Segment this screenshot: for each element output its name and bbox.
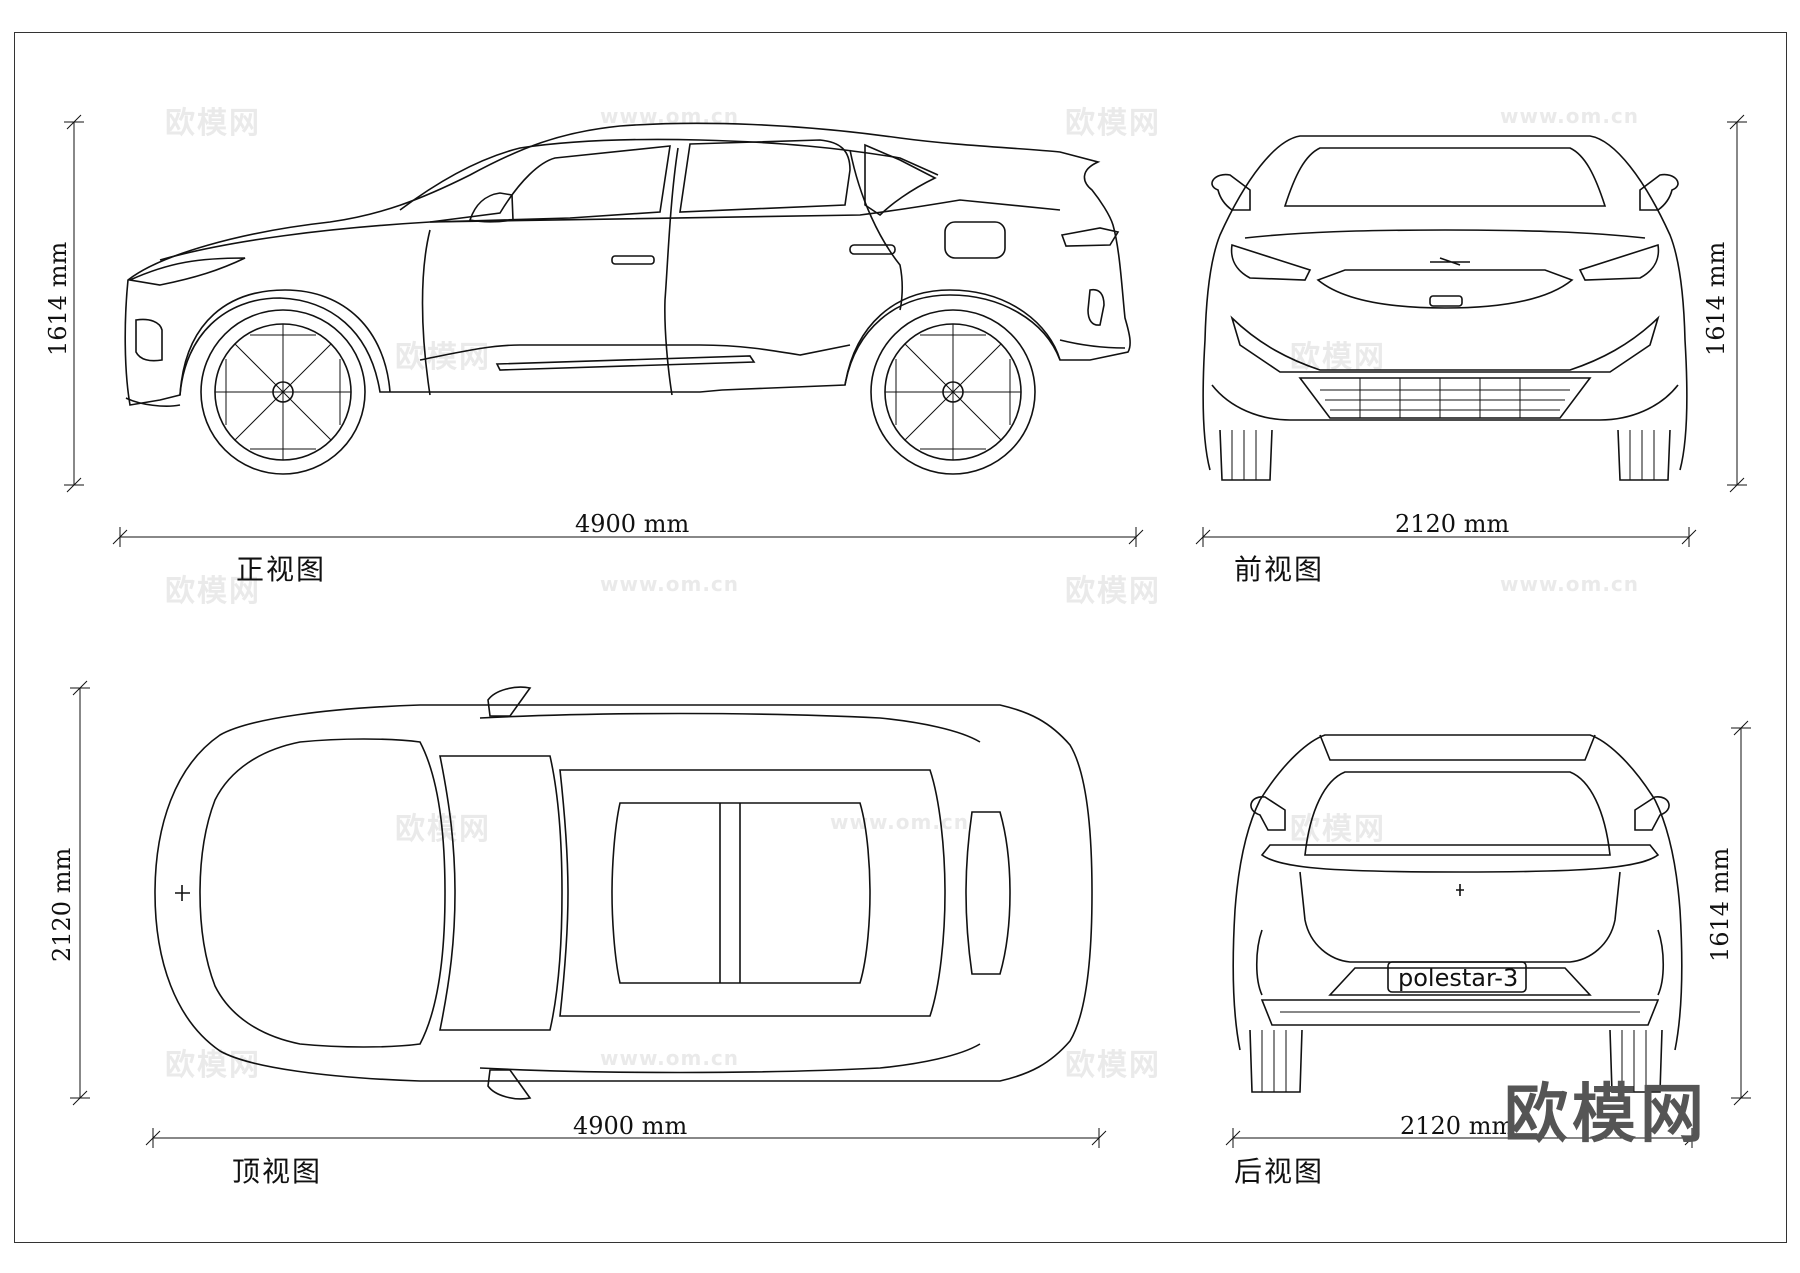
watermark-url: www.om.cn — [600, 1046, 740, 1070]
side-front-wheel — [200, 309, 366, 475]
rear-width-dimension: 2120 mm — [1400, 1112, 1515, 1140]
side-height-dimension: 1614 mm — [44, 241, 72, 356]
watermark-brand: 欧模网 — [395, 340, 491, 375]
watermark-url: www.om.cn — [1500, 104, 1640, 128]
license-plate: polestar-3 — [1398, 964, 1519, 992]
side-view-label: 正视图 — [236, 553, 327, 586]
watermark-brand: 欧模网 — [165, 106, 261, 141]
watermark-brand: 欧模网 — [1290, 340, 1386, 375]
top-view-label: 顶视图 — [232, 1155, 323, 1188]
top-width-dimension: 2120 mm — [48, 847, 76, 962]
side-view-car — [124, 122, 1131, 407]
watermark-brand: 欧模网 — [165, 574, 261, 609]
watermark-brand: 欧模网 — [165, 1048, 261, 1083]
corner-logo: 欧模网 — [1504, 1078, 1708, 1152]
watermark-url: www.om.cn — [600, 572, 740, 596]
front-view-label: 前视图 — [1234, 553, 1325, 586]
front-view-car — [1202, 135, 1688, 481]
watermark-url: www.om.cn — [1500, 572, 1640, 596]
watermark-brand: 欧模网 — [1065, 1048, 1161, 1083]
watermark-brand: 欧模网 — [1290, 812, 1386, 847]
side-length-dimension: 4900 mm — [575, 510, 690, 538]
top-length-dimension: 4900 mm — [573, 1112, 688, 1140]
front-width-dimension: 2120 mm — [1395, 510, 1510, 538]
top-view-car — [154, 686, 1093, 1100]
side-rear-wheel — [870, 309, 1036, 475]
rear-view-car — [1232, 734, 1683, 1093]
watermark-url: www.om.cn — [830, 810, 970, 834]
dimension-lines — [64, 114, 1751, 1148]
rear-height-dimension: 1614 mm — [1706, 847, 1734, 962]
drawing-frame — [14, 32, 1787, 1243]
front-height-dimension: 1614 mm — [1702, 241, 1730, 356]
watermark-brand: 欧模网 — [1065, 574, 1161, 609]
watermark-brand: 欧模网 — [1065, 106, 1161, 141]
rear-view-label: 后视图 — [1234, 1155, 1325, 1188]
